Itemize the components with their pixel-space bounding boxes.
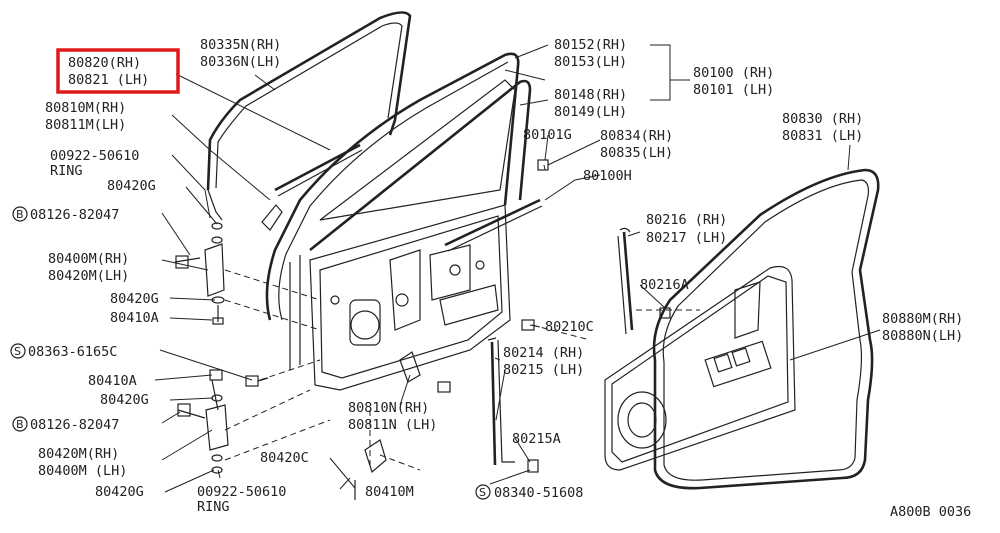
label-80214: 80214 (RH) <box>503 345 584 361</box>
door-trim-panel <box>604 265 796 471</box>
bolt-symbol-top-letter: B <box>16 208 24 221</box>
label-80400m-lh: 80400M (LH) <box>38 463 127 479</box>
label-80831: 80831 (LH) <box>782 128 863 144</box>
screw-symbol-top-letter: S <box>14 345 21 358</box>
inner-weatherstrip <box>444 198 543 252</box>
hinge-lower <box>177 369 229 474</box>
label-80400m-rh: 80400M(RH) <box>48 251 129 267</box>
label-80148: 80148(RH) <box>554 87 627 103</box>
label-80336n: 80336N(LH) <box>200 54 281 70</box>
label-80420g-1: 80420G <box>107 178 156 194</box>
label-80811n: 80811N (LH) <box>348 417 437 433</box>
label-80420g-3: 80420G <box>100 392 149 408</box>
label-80820: 80820(RH) <box>68 55 141 71</box>
label-80101g: 80101G <box>523 127 572 143</box>
alignment-lines <box>224 164 700 471</box>
label-80210c: 80210C <box>545 319 594 335</box>
label-80420m-rh: 80420M(RH) <box>38 446 119 462</box>
part-labels: 80820(RH) 80821 (LH) 80335N(RH) 80336N(L… <box>10 37 971 520</box>
label-80149: 80149(LH) <box>554 104 627 120</box>
label-80834: 80834(RH) <box>600 128 673 144</box>
screw-symbol-top <box>10 343 26 359</box>
label-80810n: 80810N(RH) <box>348 400 429 416</box>
label-ring-top: RING <box>50 163 83 179</box>
label-00922-bottom: 00922-50610 <box>197 484 286 500</box>
label-80410m: 80410M <box>365 484 414 500</box>
misc-fasteners <box>245 159 671 500</box>
label-80420m-lh: 80420M(LH) <box>48 268 129 284</box>
door-weatherstrip <box>652 168 880 490</box>
belt-moulding <box>261 143 363 231</box>
label-80880n: 80880N(LH) <box>882 328 963 344</box>
window-sash-channel <box>206 11 412 221</box>
label-80217: 80217 (LH) <box>646 230 727 246</box>
label-80420g-2: 80420G <box>110 291 159 307</box>
label-80100: 80100 (RH) <box>693 65 774 81</box>
bolt-symbol-top <box>12 206 28 222</box>
label-80811m: 80811M(LH) <box>45 117 126 133</box>
rear-glass-run <box>617 227 634 335</box>
leader-lines <box>154 44 881 493</box>
label-08126-top: 08126-82047 <box>30 207 119 223</box>
label-80335n: 80335N(RH) <box>200 37 281 53</box>
door-frame-outer <box>265 52 532 370</box>
label-08363: 08363-6165C <box>28 344 117 360</box>
label-80821: 80821 (LH) <box>68 72 149 88</box>
label-00922-top: 00922-50610 <box>50 148 139 164</box>
label-80216: 80216 (RH) <box>646 212 727 228</box>
label-80215a: 80215A <box>512 431 561 447</box>
label-80810m: 80810M(RH) <box>45 100 126 116</box>
bolt-symbol-bottom-letter: B <box>16 418 24 431</box>
label-08126-bottom: 08126-82047 <box>30 417 119 433</box>
bolt-symbol-bottom <box>12 416 28 432</box>
label-80420c: 80420C <box>260 450 309 466</box>
label-80152: 80152(RH) <box>554 37 627 53</box>
label-80101: 80101 (LH) <box>693 82 774 98</box>
highlight-box <box>56 48 180 94</box>
label-80410a-1: 80410A <box>110 310 159 326</box>
label-80830: 80830 (RH) <box>782 111 863 127</box>
label-80153: 80153(LH) <box>554 54 627 70</box>
hinge-upper <box>174 222 225 325</box>
label-80410a-2: 80410A <box>88 373 137 389</box>
label-80880m: 80880M(RH) <box>882 311 963 327</box>
screw-symbol-bottom-letter: S <box>479 486 486 499</box>
label-80835: 80835(LH) <box>600 145 673 161</box>
label-80216a: 80216A <box>640 277 689 293</box>
screw-symbol-bottom <box>475 484 491 500</box>
label-ring-bottom: RING <box>197 499 230 515</box>
label-80100h: 80100H <box>583 168 632 184</box>
label-80420g-4: 80420G <box>95 484 144 500</box>
label-08340: 08340-51608 <box>494 485 583 501</box>
front-lower-run <box>487 337 515 466</box>
door-inner-panel <box>309 204 511 391</box>
label-80215: 80215 (LH) <box>503 362 584 378</box>
diagram-code: A800B 0036 <box>890 504 971 520</box>
